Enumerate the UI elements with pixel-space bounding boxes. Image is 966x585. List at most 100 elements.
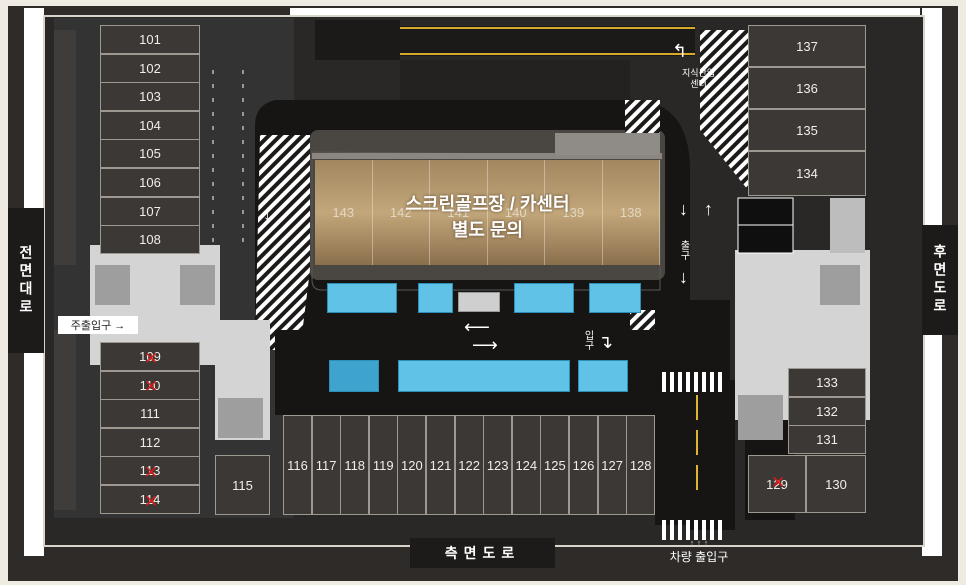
unit-116[interactable]: 116 bbox=[283, 415, 312, 515]
unit-130[interactable]: 130 bbox=[806, 455, 866, 513]
sold-cross-icon: ✕ bbox=[144, 462, 159, 482]
unit-number: 108 bbox=[139, 232, 161, 248]
sold-cross-icon: ✕ bbox=[144, 377, 159, 397]
unit-107[interactable]: 107 bbox=[100, 196, 200, 226]
unit-number: 111 bbox=[140, 406, 160, 422]
parking-spots bbox=[418, 283, 453, 313]
unit-number: 117 bbox=[315, 457, 337, 473]
special-notice-line1: 스크린골프장 / 카센터 bbox=[405, 194, 570, 214]
unit-109[interactable]: 109✕ bbox=[100, 342, 200, 371]
unit-number: 112 bbox=[139, 434, 161, 450]
unit-number: 133 bbox=[816, 375, 838, 390]
unit-number: 135 bbox=[796, 122, 818, 138]
unit-110[interactable]: 110✕ bbox=[100, 370, 200, 400]
unit-115[interactable]: 115 bbox=[215, 455, 270, 515]
unit-101[interactable]: 101 bbox=[100, 25, 200, 54]
unit-106[interactable]: 106 bbox=[100, 168, 200, 197]
unit-131[interactable]: 131 bbox=[788, 425, 866, 455]
unit-127[interactable]: 127 bbox=[597, 415, 627, 515]
stair-core bbox=[820, 265, 860, 305]
unit-121[interactable]: 121 bbox=[426, 415, 455, 515]
sold-cross-icon: ✕ bbox=[144, 491, 159, 511]
unit-number: 131 bbox=[816, 432, 838, 448]
unit-number: 140 bbox=[504, 205, 527, 220]
unit-114[interactable]: 114✕ bbox=[100, 485, 200, 514]
unit-112[interactable]: 112 bbox=[100, 427, 200, 457]
parking-spots bbox=[589, 283, 641, 313]
parking-spots bbox=[514, 283, 574, 313]
unit-125[interactable]: 125 bbox=[540, 415, 570, 515]
unit-number: 127 bbox=[601, 457, 623, 473]
unit-141[interactable]: 141 bbox=[430, 160, 488, 265]
knowledge-center-label: 지식산업 센터 bbox=[682, 68, 716, 89]
unit-111[interactable]: 111 bbox=[100, 399, 200, 429]
unit-103[interactable]: 103 bbox=[100, 82, 200, 112]
unit-number: 125 bbox=[544, 457, 566, 473]
unit-number: 141 bbox=[447, 205, 470, 220]
unit-number: 143 bbox=[332, 205, 355, 220]
unit-126[interactable]: 126 bbox=[569, 415, 598, 515]
parking-spots bbox=[578, 360, 628, 392]
unit-142[interactable]: 142 bbox=[373, 160, 430, 265]
unit-number: 118 bbox=[344, 457, 366, 473]
unit-122[interactable]: 122 bbox=[454, 415, 484, 515]
side-road-label: 측면도로 bbox=[410, 538, 555, 568]
unit-number: 119 bbox=[372, 457, 394, 473]
unit-102[interactable]: 102 bbox=[100, 53, 200, 83]
unit-number: 139 bbox=[562, 205, 585, 220]
unit-113[interactable]: 113✕ bbox=[100, 456, 200, 486]
unit-134[interactable]: 134 bbox=[748, 151, 866, 196]
arrow-down-icon: ↓ bbox=[679, 267, 688, 287]
unit-number: 134 bbox=[796, 166, 818, 181]
exit-sign: 출구 bbox=[678, 240, 689, 260]
unit-number: 106 bbox=[139, 175, 161, 190]
unit-137[interactable]: 137 bbox=[748, 25, 866, 67]
unit-number: 101 bbox=[139, 32, 161, 47]
unit-129[interactable]: 129 ✕ bbox=[748, 455, 806, 513]
unit-108[interactable]: 108 bbox=[100, 225, 200, 255]
stair-core bbox=[738, 395, 783, 440]
stair-core bbox=[180, 265, 215, 305]
stair-core bbox=[95, 265, 130, 305]
unit-number: 121 bbox=[429, 457, 452, 473]
unit-132[interactable]: 132 bbox=[788, 396, 866, 426]
arrow-left-icon: ⟵ bbox=[464, 317, 490, 337]
rear-road-label: 후면도로 bbox=[922, 225, 958, 335]
unit-124[interactable]: 124 bbox=[511, 415, 541, 515]
unit-105[interactable]: 105 bbox=[100, 139, 200, 169]
unit-139[interactable]: 139 bbox=[545, 160, 603, 265]
unit-133[interactable]: 133 bbox=[788, 368, 866, 397]
unit-number: 113 bbox=[139, 463, 161, 479]
unit-number: 132 bbox=[816, 403, 838, 419]
unit-128[interactable]: 128 bbox=[626, 415, 656, 515]
special-notice-line2: 별도 문의 bbox=[451, 220, 524, 240]
unit-138[interactable]: 138 bbox=[603, 160, 660, 265]
unit-number: 120 bbox=[401, 457, 423, 473]
unit-number: 107 bbox=[139, 203, 161, 219]
unit-140[interactable]: 140 bbox=[488, 160, 545, 265]
unit-135[interactable]: 135 bbox=[748, 109, 866, 151]
stairs-block bbox=[458, 292, 500, 312]
unit-117[interactable]: 117 bbox=[311, 415, 341, 515]
unit-number: 116 bbox=[287, 457, 308, 473]
arrow-up-icon: ↑ bbox=[704, 199, 713, 219]
unit-number: 129 bbox=[766, 476, 788, 492]
unit-number: 103 bbox=[139, 89, 161, 105]
unit-143[interactable]: 143 bbox=[315, 160, 373, 265]
parking-spots bbox=[327, 283, 397, 313]
unit-120[interactable]: 120 bbox=[397, 415, 427, 515]
unit-number: 122 bbox=[458, 457, 480, 473]
unit-118[interactable]: 118 bbox=[340, 415, 370, 515]
arrow-right-icon: ⟶ bbox=[472, 335, 498, 355]
ev-parking-spots bbox=[329, 360, 379, 392]
stair-core bbox=[218, 398, 263, 438]
unit-number: 124 bbox=[515, 457, 538, 473]
unit-104[interactable]: 104 bbox=[100, 110, 200, 140]
unit-119[interactable]: 119 bbox=[368, 415, 398, 515]
unit-number: 109 bbox=[139, 349, 161, 364]
unit-number: 142 bbox=[389, 205, 412, 220]
unit-136[interactable]: 136 bbox=[748, 67, 866, 109]
unit-number: 128 bbox=[629, 457, 652, 473]
unit-123[interactable]: 123 bbox=[483, 415, 513, 515]
